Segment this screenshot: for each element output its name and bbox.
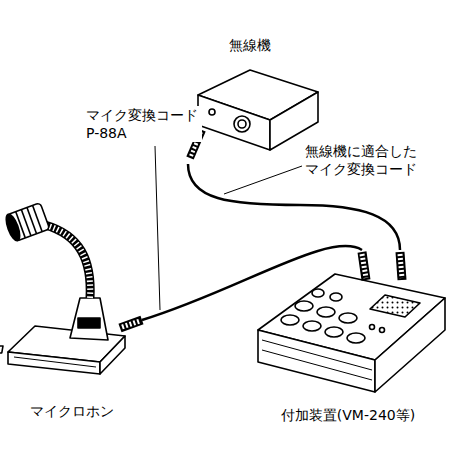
device-name: マイクロホン [28,402,116,420]
microphone [0,203,125,374]
leader-line [155,146,160,310]
leader-line [224,166,302,194]
cable-label: マイク変換コード P-88A [86,106,202,142]
microphone-node: マイクロホン [2,200,142,422]
mic-plug [120,320,142,328]
radio-unit [198,70,318,150]
cable-label: 無線機に適合した マイク変換コード [305,142,421,178]
cable [142,246,362,320]
device-name: 無線機 [227,36,273,54]
accessory-node: 付加装置(VM-240等) [250,250,446,426]
device-name: 付加装置(VM-240等) [279,406,417,424]
accessory-unit [258,274,445,392]
device-plugs [362,252,402,280]
radio-node: 無線機 [175,36,325,164]
